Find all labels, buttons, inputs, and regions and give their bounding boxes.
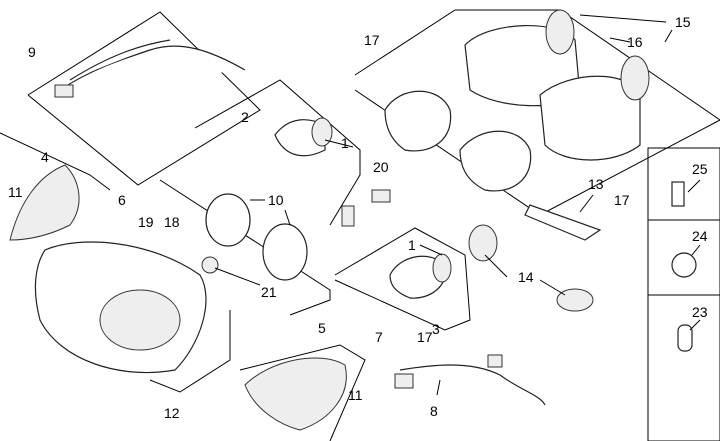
wiring-harness-frame: [27, 11, 261, 186]
label-23: 23: [692, 304, 708, 320]
indicator-cap-14: [556, 288, 594, 312]
label-12: 12: [164, 405, 180, 421]
headlight-frame-bottom: [149, 310, 231, 393]
leader-line: [691, 244, 701, 256]
wiring-harness: [59, 45, 246, 91]
leader-line: [664, 29, 673, 43]
label-17: 17: [614, 192, 630, 208]
leader-line: [484, 254, 508, 278]
leader-line: [579, 194, 594, 213]
lens-ring-10b: [262, 223, 308, 281]
label-24: 24: [692, 228, 708, 244]
label-2: 2: [241, 109, 249, 125]
leader-line: [689, 319, 701, 331]
headlight-frame-top: [0, 132, 111, 191]
mudguard-frame: [239, 344, 366, 441]
tail-lens-right: [539, 75, 641, 161]
part-labels: 9 4 11 6 2 1 17 15 16 20 17 10 19 18 21 …: [8, 14, 708, 421]
label-1: 1: [408, 237, 416, 253]
mudguard-5: [244, 357, 347, 431]
wiring-harness-branch: [69, 39, 171, 81]
label-7: 7: [375, 329, 383, 345]
harness-8-connector: [394, 373, 414, 389]
label-4: 4: [41, 149, 49, 165]
leader-line: [436, 379, 441, 396]
leader-line: [539, 279, 566, 296]
front-indicator-frame: [334, 227, 471, 331]
tail-light-left: [384, 90, 452, 152]
bulb-21: [201, 256, 219, 274]
label-8: 8: [430, 403, 438, 419]
leader-line: [284, 209, 291, 226]
label-21: 21: [261, 284, 277, 300]
indicator-lens-14: [468, 224, 498, 262]
label-16: 16: [627, 34, 643, 50]
label-6: 6: [118, 192, 126, 208]
label-9: 9: [28, 44, 36, 60]
connector-20: [341, 205, 355, 227]
rear-indicator-lens: [311, 117, 333, 147]
leader-line: [214, 267, 261, 286]
label-13: 13: [588, 176, 604, 192]
front-indicator: [389, 255, 447, 299]
leader-line: [579, 14, 667, 23]
label-19: 19: [138, 214, 154, 230]
reflector-16b: [620, 55, 650, 101]
label-17: 17: [417, 329, 433, 345]
label-20: 20: [373, 159, 389, 175]
leader-lines: [214, 14, 701, 396]
harness-connector: [54, 84, 74, 98]
leader-line: [609, 37, 631, 43]
label-15: 15: [675, 14, 691, 30]
lens-ring-10a: [205, 193, 251, 247]
tail-light-right: [459, 130, 532, 192]
bracket-13: [524, 204, 602, 241]
leader-line: [324, 139, 354, 148]
bulb-25: [671, 181, 685, 207]
leader-line: [419, 244, 443, 256]
connector: [371, 189, 391, 203]
label-5: 5: [318, 320, 326, 336]
label-1: 1: [341, 135, 349, 151]
label-11: 11: [8, 184, 23, 200]
reflector-16a: [545, 9, 575, 55]
label-17: 17: [364, 32, 380, 48]
bulb-23: [677, 324, 693, 352]
label-10: 10: [268, 192, 284, 208]
label-14: 14: [518, 269, 534, 285]
parts: [9, 9, 697, 431]
label-18: 18: [164, 214, 180, 230]
front-indicator-lens: [432, 253, 452, 283]
rear-indicator-frame: [194, 79, 361, 226]
label-11: 11: [348, 387, 363, 403]
headlight-cover: [9, 164, 80, 241]
label-25: 25: [692, 161, 708, 177]
harness-8-connector: [487, 354, 503, 368]
leader-line: [687, 179, 701, 193]
wiring-harness-8: [399, 364, 546, 406]
headlight-reflector: [99, 289, 181, 351]
label-3: 3: [432, 321, 440, 337]
bulb-24: [671, 252, 697, 278]
